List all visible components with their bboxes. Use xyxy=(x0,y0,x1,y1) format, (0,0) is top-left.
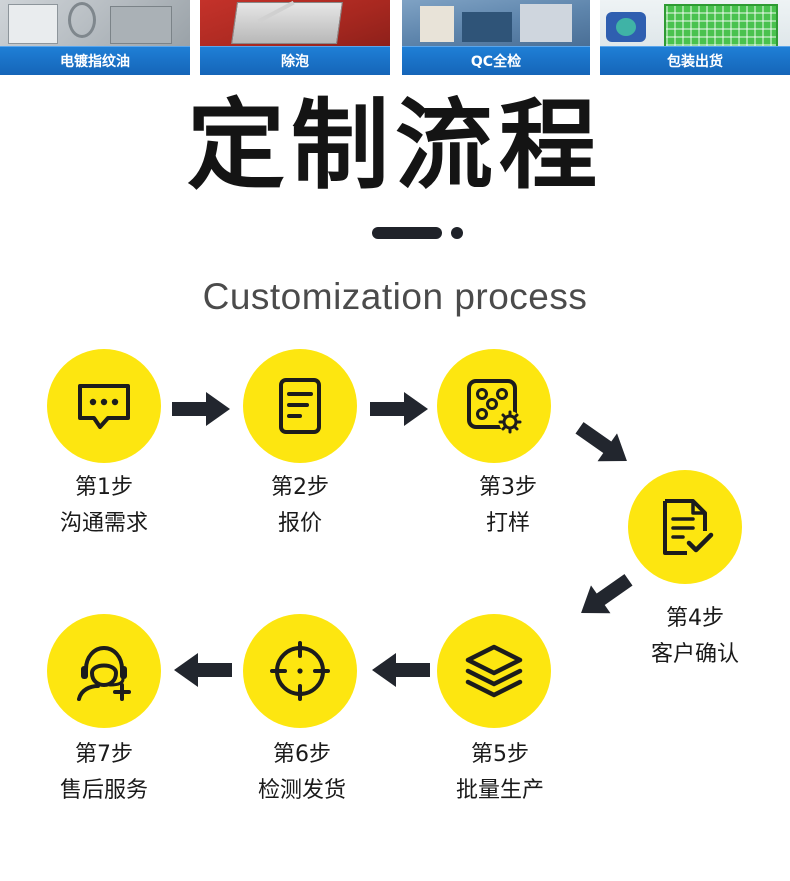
photo-strip: 电镀指纹油 除泡 QC全检 包装出货 xyxy=(0,0,790,76)
step-3-label: 第3步 打样 xyxy=(428,470,588,542)
step-3-name: 打样 xyxy=(485,511,530,536)
step-1-circle xyxy=(47,349,161,463)
arrow-down-right-icon xyxy=(570,414,639,476)
step-4-name: 客户确认 xyxy=(650,642,739,667)
step-7-number: 第7步 xyxy=(75,742,133,767)
step-6-label: 第6步 检测发货 xyxy=(222,737,382,809)
step-5-label: 第5步 批量生产 xyxy=(420,737,580,809)
arrow-right-icon xyxy=(172,392,232,426)
title-divider-dash xyxy=(372,227,442,239)
step-3-circle xyxy=(437,349,551,463)
photo-tile-defoam: 除泡 xyxy=(200,0,390,76)
title-divider-dot xyxy=(451,227,463,239)
headset-support-icon xyxy=(77,645,131,701)
arrow-left-icon xyxy=(370,653,430,687)
crosshair-target-icon xyxy=(270,641,330,701)
defoaming-machine-photo xyxy=(200,0,390,46)
step-2-label: 第2步 报价 xyxy=(220,470,380,542)
step-1-name: 沟通需求 xyxy=(59,511,148,536)
photo-caption: QC全检 xyxy=(402,46,590,75)
photo-caption: 电镀指纹油 xyxy=(0,46,190,75)
photo-caption: 除泡 xyxy=(200,46,390,75)
step-4-number: 第4步 xyxy=(666,606,724,631)
photo-caption: 包装出货 xyxy=(600,46,790,75)
step-3-number: 第3步 xyxy=(479,475,537,500)
step-4-circle xyxy=(628,470,742,584)
quotation-document-icon xyxy=(279,378,321,434)
chat-bubble-icon xyxy=(78,384,130,429)
step-5-name: 批量生产 xyxy=(455,778,544,803)
stacked-layers-icon xyxy=(465,644,523,698)
arrow-right-icon xyxy=(370,392,430,426)
arrow-down-left-icon xyxy=(570,566,639,628)
step-2-name: 报价 xyxy=(277,511,322,536)
packaging-photo xyxy=(600,0,790,48)
step-2-number: 第2步 xyxy=(271,475,329,500)
document-check-icon xyxy=(663,499,714,555)
arrow-left-icon xyxy=(172,653,232,687)
photo-tile-plating: 电镀指纹油 xyxy=(0,0,190,76)
step-1-number: 第1步 xyxy=(75,475,133,500)
step-1-label: 第1步 沟通需求 xyxy=(24,470,184,542)
step-7-name: 售后服务 xyxy=(59,778,148,803)
step-6-circle xyxy=(243,614,357,728)
photo-tile-packing: 包装出货 xyxy=(600,0,790,76)
step-4-label: 第4步 客户确认 xyxy=(615,601,775,673)
page-title: 定制流程 xyxy=(186,89,603,203)
photo-tile-qc: QC全检 xyxy=(402,0,590,76)
page-subtitle: Customization process xyxy=(202,276,588,317)
step-6-number: 第6步 xyxy=(273,742,331,767)
step-6-name: 检测发货 xyxy=(257,778,346,803)
sample-dice-gear-icon xyxy=(467,379,522,434)
step-7-label: 第7步 售后服务 xyxy=(24,737,184,809)
equipment-photo xyxy=(0,0,190,46)
step-2-circle xyxy=(243,349,357,463)
step-7-circle xyxy=(47,614,161,728)
inspection-photo xyxy=(402,0,590,46)
step-5-number: 第5步 xyxy=(471,742,529,767)
step-5-circle xyxy=(437,614,551,728)
